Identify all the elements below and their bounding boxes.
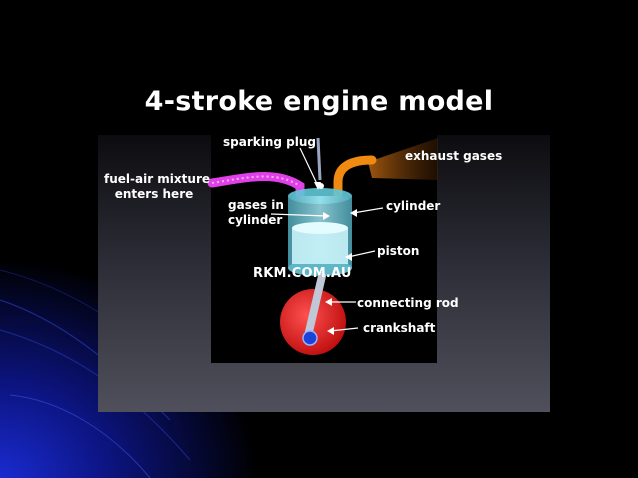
watermark: RKM.COM.AU — [253, 266, 352, 281]
intake-pipe-stripes — [211, 175, 301, 187]
crank-pin — [302, 330, 318, 346]
slide-title: 4-stroke engine model — [144, 86, 494, 117]
exhaust-pipe — [333, 155, 377, 199]
label-connecting-rod: connecting rod — [357, 296, 459, 310]
label-fuel-air: fuel-air mixture enters here — [104, 172, 210, 202]
label-cylinder: cylinder — [386, 199, 441, 213]
label-gases-in-cylinder: gases in cylinder — [228, 198, 284, 228]
label-piston: piston — [377, 244, 420, 258]
connecting-rod-shape — [304, 272, 326, 340]
spark-plug-wire — [316, 137, 322, 181]
leader-lines — [270, 147, 384, 332]
label-crankshaft: crankshaft — [363, 321, 436, 335]
label-gases-line1: gases in — [228, 198, 284, 212]
exhaust-plume — [368, 138, 438, 180]
label-fuel-air-line2: enters here — [114, 187, 194, 201]
piston-top — [292, 222, 348, 234]
label-fuel-air-line1: fuel-air mixture — [104, 172, 210, 186]
leader-arrowheads — [314, 182, 357, 335]
label-exhaust-gases: exhaust gases — [405, 149, 503, 163]
label-gases-line2: cylinder — [228, 213, 283, 227]
label-sparking-plug: sparking plug — [223, 135, 316, 149]
